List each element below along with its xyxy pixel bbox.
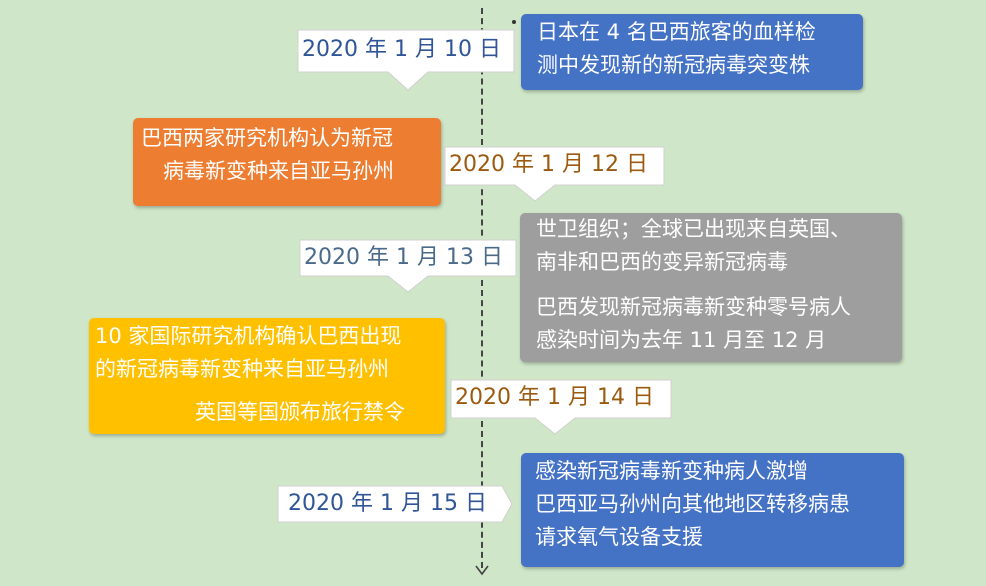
- event-box-3: 世卫组织；全球已出现来自英国、 南非和巴西的变异新冠病毒 巴西发现新冠病毒新变种…: [520, 213, 902, 362]
- event-box-1: 日本在 4 名巴西旅客的血样检 测中发现新的新冠病毒突变株: [521, 14, 863, 90]
- event-date: 2020 年 1 月 15 日: [288, 491, 487, 516]
- event-text: 巴西两家研究机构认为新冠: [141, 126, 393, 150]
- event-text: 巴西发现新冠病毒新变种零号病人: [536, 295, 851, 319]
- event-text: 10 家国际研究机构确认巴西出现: [95, 324, 402, 348]
- event-text: 南非和巴西的变异新冠病毒: [536, 250, 788, 274]
- event-text: 世卫组织；全球已出现来自英国、: [536, 217, 851, 241]
- callout-shape: [297, 29, 515, 91]
- event-text: 英国等国颁布旅行禁令: [195, 400, 405, 424]
- event-date: 2020 年 1 月 14 日: [455, 385, 654, 410]
- date-callout-4: 2020 年 1 月 14 日: [449, 378, 675, 436]
- event-date: 2020 年 1 月 13 日: [304, 245, 503, 270]
- date-callout-5: 2020 年 1 月 15 日: [276, 484, 514, 524]
- event-text: 病毒新变种来自亚马孙州: [163, 159, 394, 183]
- timeline-arrow-icon: [475, 565, 489, 576]
- callout-shape: [450, 379, 672, 435]
- event-text: 感染新冠病毒新变种病人激增: [535, 459, 808, 483]
- date-callout-2: 2020 年 1 月 12 日: [443, 145, 668, 203]
- event-box-4: 10 家国际研究机构确认巴西出现 的新冠病毒新变种来自亚马孙州 英国等国颁布旅行…: [89, 318, 445, 434]
- timeline-marker: [512, 20, 516, 24]
- event-text: 巴西亚马孙州向其他地区转移病患: [535, 492, 850, 516]
- event-box-5: 感染新冠病毒新变种病人激增 巴西亚马孙州向其他地区转移病患 请求氧气设备支援: [521, 453, 904, 567]
- callout-shape: [299, 239, 517, 293]
- event-box-2: 巴西两家研究机构认为新冠 病毒新变种来自亚马孙州: [133, 118, 441, 206]
- timeline-axis: [481, 8, 483, 568]
- event-date: 2020 年 1 月 12 日: [449, 152, 648, 177]
- date-callout-3: 2020 年 1 月 13 日: [298, 238, 520, 294]
- event-date: 2020 年 1 月 10 日: [302, 37, 501, 62]
- callout-shape: [277, 485, 513, 523]
- event-text: 请求氧气设备支援: [535, 525, 703, 549]
- event-text: 日本在 4 名巴西旅客的血样检: [537, 20, 816, 44]
- date-callout-1: 2020 年 1 月 10 日: [296, 28, 518, 92]
- event-text: 感染时间为去年 11 月至 12 月: [536, 328, 827, 352]
- callout-shape: [444, 146, 665, 202]
- event-text: 的新冠病毒新变种来自亚马孙州: [95, 357, 389, 381]
- event-text: 测中发现新的新冠病毒突变株: [537, 53, 810, 77]
